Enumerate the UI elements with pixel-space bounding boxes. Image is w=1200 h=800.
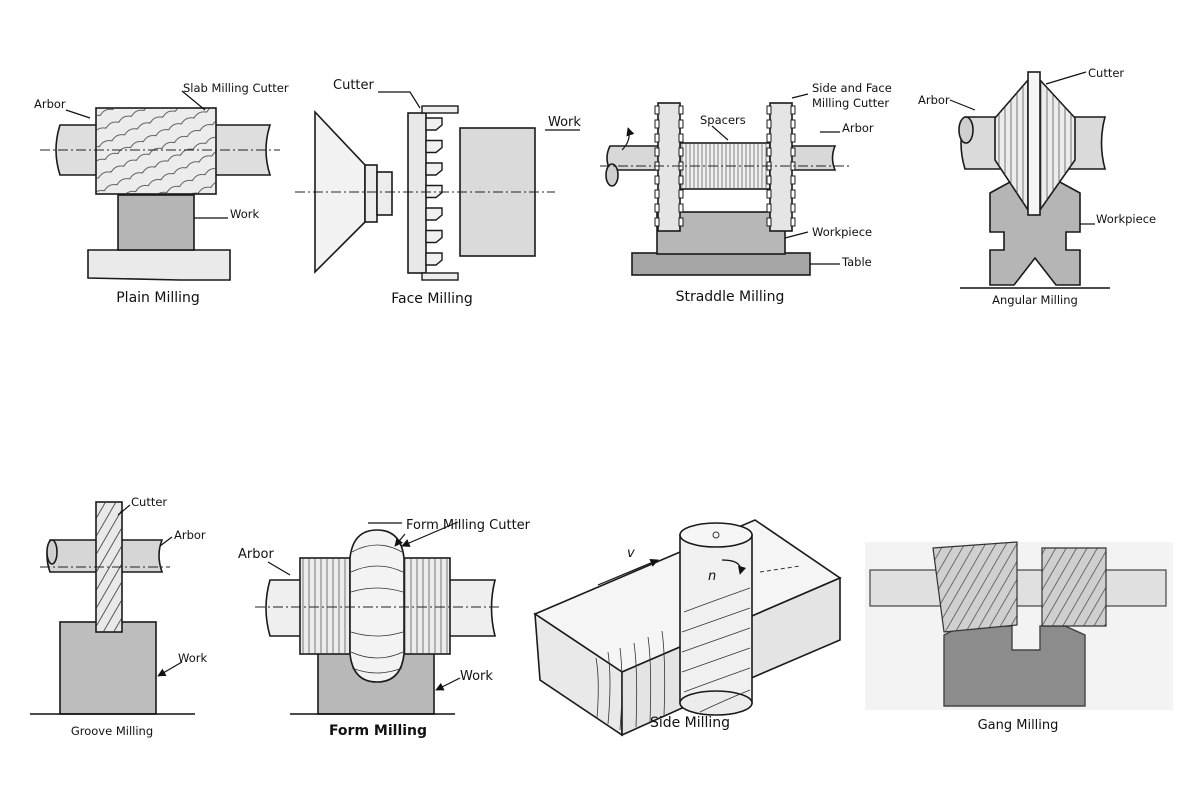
face-cutter-teeth: [421, 105, 459, 281]
side-milling-caption: Side Milling: [650, 715, 730, 731]
side-rotation-label: n: [708, 569, 716, 584]
straddle-table: [631, 252, 811, 276]
gang-milling-caption: Gang Milling: [978, 718, 1059, 733]
face-work-label: Work: [548, 115, 581, 130]
side-milling-diagram: v n Side Milling: [533, 519, 842, 737]
groove-milling-caption: Groove Milling: [71, 724, 153, 738]
gang-milling-diagram: Gang Milling: [865, 541, 1173, 733]
straddle-milling-caption: Straddle Milling: [676, 289, 785, 305]
groove-work: [59, 621, 157, 715]
groove-work-label: Work: [178, 651, 207, 665]
plain-milling-caption: Plain Milling: [116, 290, 200, 306]
form-cutter-label: Form Milling Cutter: [406, 518, 531, 533]
straddle-table-label: Table: [841, 255, 872, 269]
angular-milling-caption: Angular Milling: [992, 293, 1078, 307]
angular-cutter-label: Cutter: [1088, 66, 1124, 80]
straddle-spacers-label: Spacers: [700, 113, 746, 127]
face-cutter-label: Cutter: [333, 78, 375, 93]
side-cutter: [679, 534, 753, 704]
straddle-workpiece-label: Workpiece: [812, 225, 872, 239]
angular-milling-diagram: Arbor Cutter Workpiece Angular Milling: [918, 66, 1156, 307]
plain-cutter-label: Slab Milling Cutter: [183, 81, 289, 95]
face-cutter: [407, 112, 427, 274]
groove-cutter-label: Cutter: [131, 495, 167, 509]
plain-table: [87, 249, 231, 281]
groove-arbor-label: Arbor: [174, 528, 206, 542]
straddle-cutter-teeth: [654, 105, 796, 227]
form-arbor-label: Arbor: [238, 547, 274, 562]
straddle-cutter-label-1: Side and Face: [812, 81, 892, 95]
form-work-label: Work: [460, 669, 493, 684]
straddle-cutter-right: [769, 102, 793, 232]
gang-arbor: [869, 569, 1167, 607]
face-milling-caption: Face Milling: [391, 291, 473, 307]
plain-work-label: Work: [230, 207, 259, 221]
straddle-arbor-label: Arbor: [842, 121, 874, 135]
plain-work: [117, 194, 195, 251]
plain-milling-diagram: Arbor Slab Milling Cutter Work Plain Mil…: [34, 81, 289, 306]
straddle-milling-diagram: Spacers Side and Face Milling Cutter Arb…: [600, 81, 892, 305]
angular-workpiece-label: Workpiece: [1096, 212, 1156, 226]
face-milling-diagram: Cutter Work Face Milling: [295, 78, 581, 307]
straddle-cutter-label-2: Milling Cutter: [812, 96, 889, 110]
groove-milling-diagram: Cutter Arbor Work Groove Milling: [30, 495, 207, 738]
straddle-cutter-left: [657, 102, 681, 232]
side-velocity-label: v: [627, 546, 635, 561]
form-cutter-convex: [349, 529, 405, 683]
plain-arbor-label: Arbor: [34, 97, 66, 111]
angular-workpiece: [989, 169, 1081, 286]
form-milling-caption: Form Milling: [329, 723, 427, 739]
angular-arbor-label: Arbor: [918, 93, 950, 107]
form-milling-diagram: Form Milling Cutter Arbor Work Form Mill…: [238, 518, 531, 739]
